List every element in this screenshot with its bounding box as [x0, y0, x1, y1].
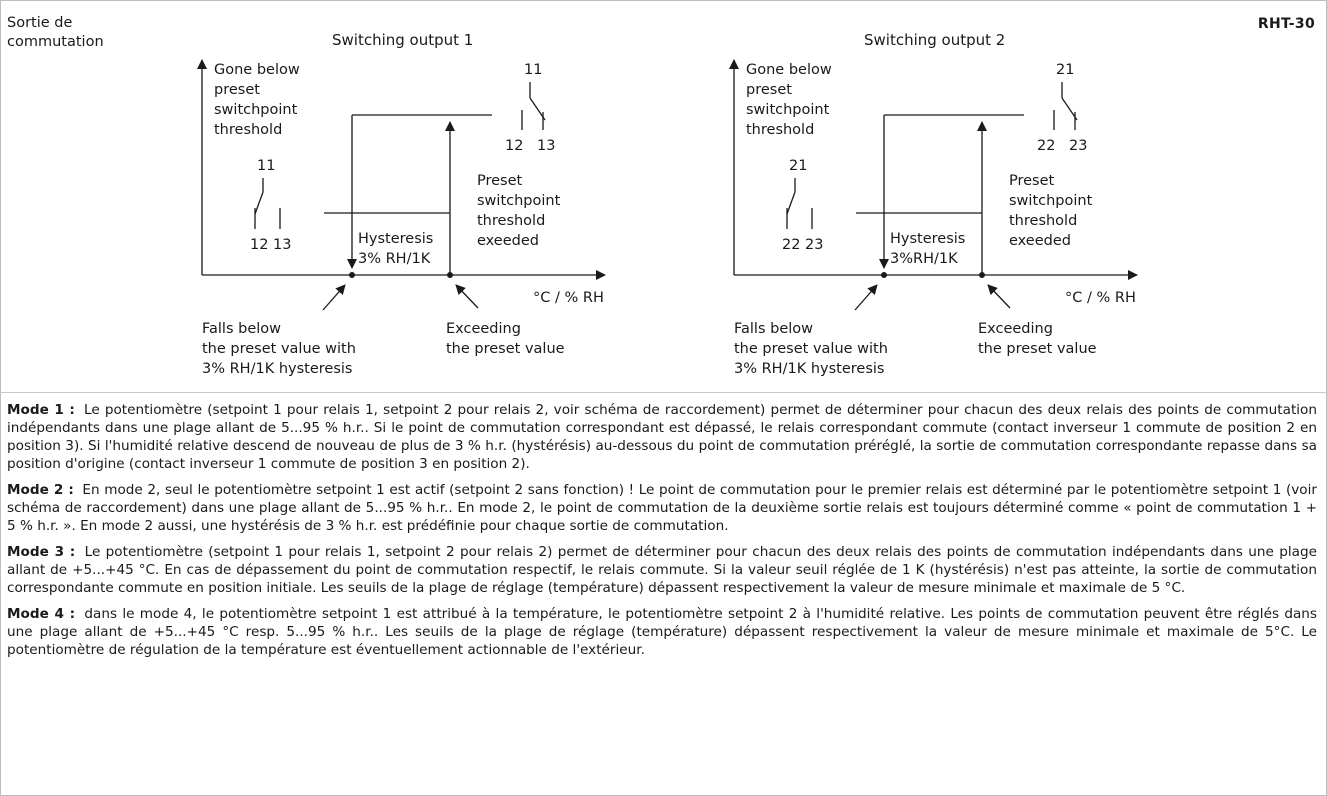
svg-text:Gone below: Gone below: [214, 62, 300, 78]
section-divider: [0, 392, 1327, 393]
svg-text:23: 23: [805, 237, 823, 253]
svg-text:the preset value with: the preset value with: [202, 341, 356, 357]
switching-output-diagram-1: Switching output 1 Gone below preset swi…: [197, 31, 606, 377]
hysteresis-value: 3% RH/1K: [358, 251, 431, 267]
mode-text: Le potentiomètre (setpoint 1 pour relais…: [7, 544, 1317, 596]
falls-below-label: Falls below the preset value with 3% RH/…: [734, 321, 888, 377]
svg-text:preset: preset: [746, 82, 792, 98]
svg-text:21: 21: [1056, 62, 1074, 78]
svg-text:threshold: threshold: [477, 213, 545, 229]
switch-on-point: [979, 272, 985, 278]
hysteresis-loop: [856, 114, 1024, 275]
svg-text:12: 12: [250, 237, 268, 253]
exceeding-pointer: [455, 284, 479, 309]
svg-text:Exceeding: Exceeding: [446, 321, 521, 337]
svg-text:11: 11: [524, 62, 542, 78]
exceeding-pointer: [987, 284, 1011, 309]
axis-unit-label: °C / % RH: [533, 290, 604, 306]
mode-descriptions: Mode 1 : Le potentiomètre (setpoint 1 po…: [7, 401, 1317, 667]
gone-below-label: Gone below preset switchpoint threshold: [214, 62, 300, 138]
svg-text:threshold: threshold: [746, 122, 814, 138]
section-label-line1: Sortie de: [7, 15, 73, 31]
mode-2-paragraph: Mode 2 : En mode 2, seul le potentiomètr…: [7, 481, 1317, 535]
switching-output-diagram-2: Switching output 2 Gone below preset swi…: [729, 31, 1138, 377]
hysteresis-title: Hysteresis: [890, 231, 965, 247]
hysteresis-loop: [324, 114, 492, 275]
mode-label: Mode 3 :: [7, 544, 76, 560]
mode-label: Mode 4 :: [7, 606, 76, 622]
svg-text:3% RH/1K hysteresis: 3% RH/1K hysteresis: [734, 361, 884, 377]
svg-text:preset: preset: [214, 82, 260, 98]
mode-text: En mode 2, seul le potentiomètre setpoin…: [7, 482, 1317, 534]
svg-text:the preset value: the preset value: [978, 341, 1097, 357]
svg-text:switchpoint: switchpoint: [477, 193, 561, 209]
svg-text:13: 13: [537, 138, 555, 154]
svg-text:exeeded: exeeded: [1009, 233, 1071, 249]
svg-text:Exceeding: Exceeding: [978, 321, 1053, 337]
diagram-title: Switching output 1: [332, 31, 473, 49]
diagram-title: Switching output 2: [864, 31, 1005, 49]
mode-1-paragraph: Mode 1 : Le potentiomètre (setpoint 1 po…: [7, 401, 1317, 473]
mode-3-paragraph: Mode 3 : Le potentiomètre (setpoint 1 po…: [7, 543, 1317, 597]
gone-below-label: Gone below preset switchpoint threshold: [746, 62, 832, 138]
falls-below-pointer: [322, 284, 346, 311]
svg-text:Preset: Preset: [1009, 173, 1055, 189]
contact-symbol-open: 11 12 13: [505, 62, 555, 154]
contact-symbol-closed: 21 22 23: [782, 158, 823, 253]
mode-text: Le potentiomètre (setpoint 1 pour relais…: [7, 402, 1317, 472]
section-label: Sortie de commutation: [7, 14, 104, 52]
svg-text:the preset value: the preset value: [446, 341, 565, 357]
svg-text:switchpoint: switchpoint: [1009, 193, 1093, 209]
mode-label: Mode 2 :: [7, 482, 74, 498]
falls-below-label: Falls below the preset value with 3% RH/…: [202, 321, 356, 377]
svg-text:Falls below: Falls below: [202, 321, 281, 337]
switch-off-point: [881, 272, 887, 278]
mode-4-paragraph: Mode 4 : dans le mode 4, le potentiomètr…: [7, 605, 1317, 659]
svg-text:threshold: threshold: [1009, 213, 1077, 229]
hysteresis-title: Hysteresis: [358, 231, 433, 247]
svg-text:Falls below: Falls below: [734, 321, 813, 337]
mode-text: dans le mode 4, le potentiomètre setpoin…: [7, 606, 1317, 658]
svg-text:11: 11: [257, 158, 275, 174]
section-label-line2: commutation: [7, 34, 104, 50]
switch-on-point: [447, 272, 453, 278]
preset-exceeded-label: Preset switchpoint threshold exeeded: [477, 173, 561, 249]
document-code: RHT-30: [1257, 16, 1315, 32]
svg-text:12: 12: [505, 138, 523, 154]
exceeding-label: Exceeding the preset value: [978, 321, 1097, 357]
switch-off-point: [349, 272, 355, 278]
svg-text:22: 22: [782, 237, 800, 253]
svg-text:exeeded: exeeded: [477, 233, 539, 249]
svg-text:21: 21: [789, 158, 807, 174]
svg-text:23: 23: [1069, 138, 1087, 154]
contact-symbol-closed: 11 12 13: [250, 158, 291, 253]
exceeding-label: Exceeding the preset value: [446, 321, 565, 357]
svg-text:3% RH/1K hysteresis: 3% RH/1K hysteresis: [202, 361, 352, 377]
svg-text:the preset value with: the preset value with: [734, 341, 888, 357]
svg-text:threshold: threshold: [214, 122, 282, 138]
svg-text:Preset: Preset: [477, 173, 523, 189]
svg-text:13: 13: [273, 237, 291, 253]
contact-symbol-open: 21 22 23: [1037, 62, 1087, 154]
axis-unit-label: °C / % RH: [1065, 290, 1136, 306]
svg-text:22: 22: [1037, 138, 1055, 154]
svg-text:switchpoint: switchpoint: [214, 102, 298, 118]
mode-label: Mode 1 :: [7, 402, 75, 418]
svg-text:switchpoint: switchpoint: [746, 102, 830, 118]
preset-exceeded-label: Preset switchpoint threshold exeeded: [1009, 173, 1093, 249]
falls-below-pointer: [854, 284, 878, 311]
svg-text:Gone below: Gone below: [746, 62, 832, 78]
hysteresis-value: 3%RH/1K: [890, 251, 958, 267]
